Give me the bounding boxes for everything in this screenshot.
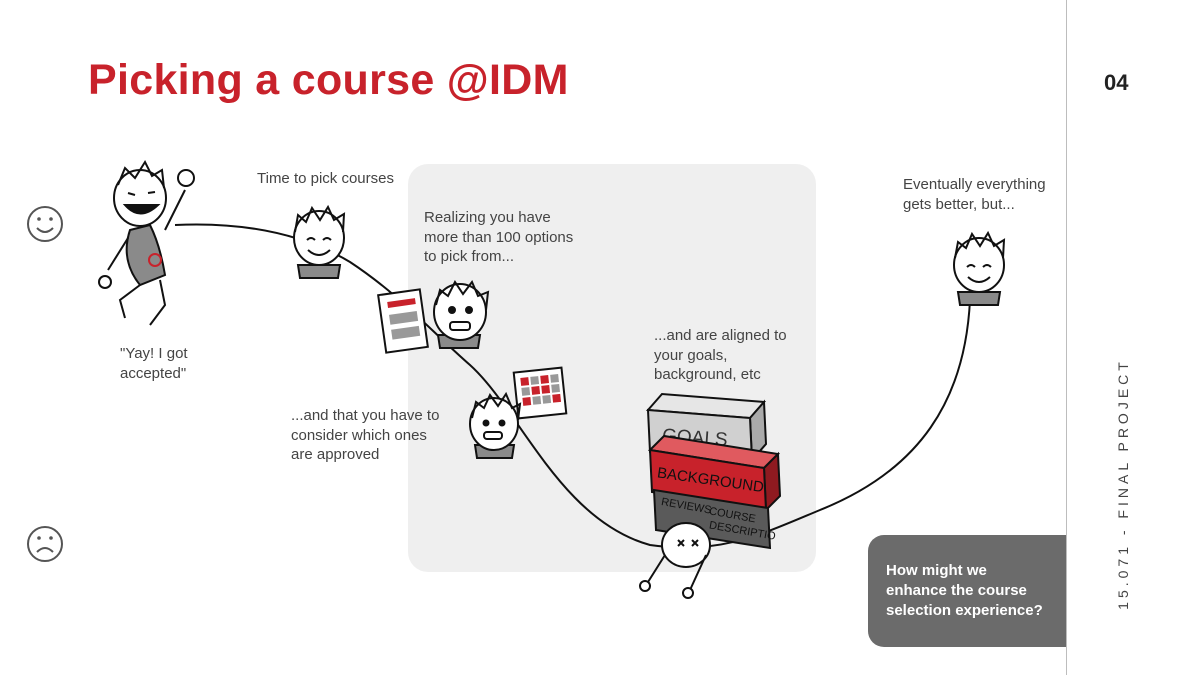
callout-text: How might we enhance the course selectio… [886, 562, 1043, 619]
vertical-divider [1066, 0, 1067, 675]
caption-options: Realizing you have more than 100 options… [424, 209, 574, 265]
final-happy-face-figure [953, 230, 1006, 306]
block-goals: GOALS [645, 392, 768, 463]
worried-face-figure [377, 280, 490, 354]
page-number: 04 [1104, 70, 1129, 95]
caption-aligned: ...and are aligned to your goals, backgr… [654, 327, 787, 383]
block-stack: GOALS BACKGROUND REVIEWS COURSE DESCRIPT… [639, 392, 782, 599]
sad-face-icon [27, 526, 63, 562]
happy-face-icon [27, 206, 63, 242]
caption-time-to-pick: Time to pick courses [257, 170, 394, 187]
grid-card-face-figure [469, 366, 568, 459]
jumping-figure [98, 159, 195, 326]
journey-curve [174, 223, 971, 549]
smiling-face-figure [293, 204, 346, 279]
caption-approved: ...and that you have to consider which o… [291, 407, 440, 463]
caption-eventually: Eventually everything gets better, but..… [903, 176, 1046, 213]
page-title: Picking a course @IDM [88, 56, 569, 104]
how-might-we-callout: How might we enhance the course selectio… [868, 535, 1066, 647]
caption-accepted: "Yay! I got accepted" [120, 345, 188, 382]
squashed-figure [639, 522, 711, 599]
